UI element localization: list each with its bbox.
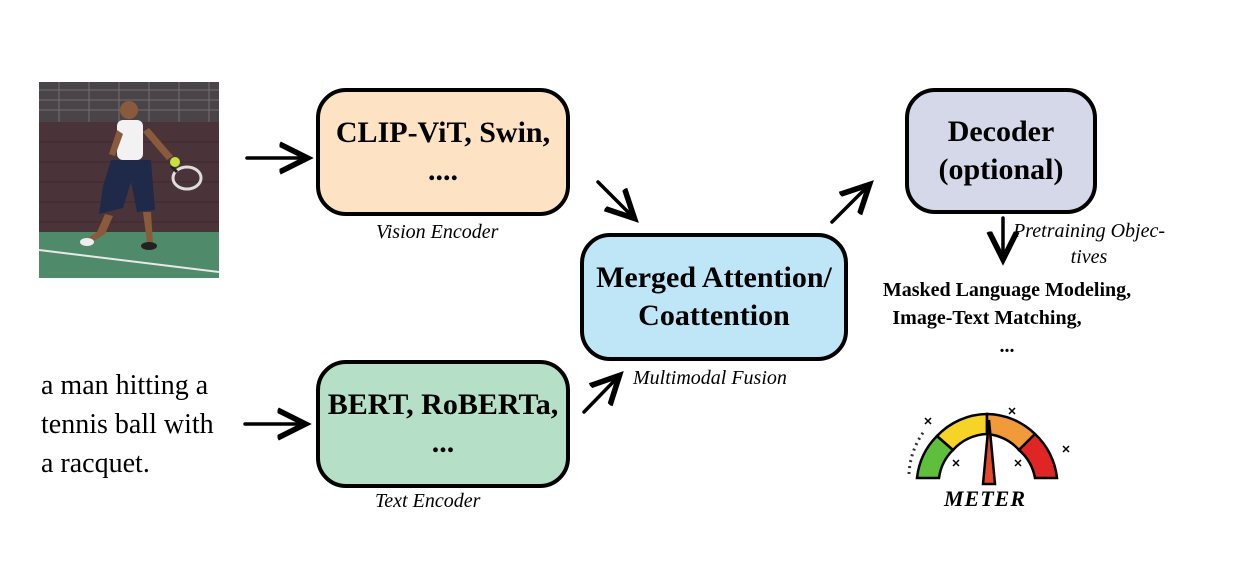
fusion-line: Merged Attention/ (596, 261, 832, 294)
text-encoder-line: ... (431, 426, 455, 459)
vision-encoder-line: .... (428, 154, 458, 187)
gauge-icon (907, 407, 1070, 486)
vision-encoder-box: CLIP-ViT, Swin, .... (316, 88, 570, 216)
objective-item: ... (999, 335, 1015, 357)
objective-item: Masked Language Modeling, (882, 279, 1132, 301)
meter-logo: METER (895, 402, 1075, 514)
text-to-fusion-arrow (582, 378, 617, 414)
sentence-line: a man hitting a (41, 370, 209, 401)
meter-logo-text: METER (943, 486, 1027, 511)
fusion-caption: Multimodal Fusion (633, 367, 787, 389)
fusion-to-decoder-arrow (830, 187, 867, 224)
text-encoder-caption: Text Encoder (375, 490, 481, 512)
decoder-line: (optional) (938, 153, 1064, 186)
text-encoder-box: BERT, RoBERTa, ... (316, 360, 570, 488)
vision-encoder-caption: Vision Encoder (376, 221, 499, 243)
decoder-line: Decoder (947, 115, 1055, 148)
input-image (38, 82, 220, 278)
pretraining-label: Pretraining Objec- tives (1013, 218, 1165, 270)
objective-item: Image-Text Matching, (892, 307, 1082, 329)
input-caption-text: a man hitting a tennis ball with a racqu… (41, 366, 214, 483)
pretraining-label-line: tives (1070, 246, 1108, 268)
vision-encoder-line: CLIP-ViT, Swin, (335, 116, 551, 149)
pretraining-label-line: Pretraining Objec- (1013, 220, 1166, 242)
sentence-line: a racquet. (41, 448, 150, 479)
tennis-player-photo (38, 82, 220, 278)
fusion-line: Coattention (638, 299, 790, 332)
sentence-line: tennis ball with (41, 409, 214, 440)
decoder-box: Decoder (optional) (905, 88, 1097, 214)
text-encoder-line: BERT, RoBERTa, (327, 388, 559, 421)
vision-to-fusion-arrow (596, 180, 632, 216)
fusion-box: Merged Attention/ Coattention (580, 233, 848, 361)
